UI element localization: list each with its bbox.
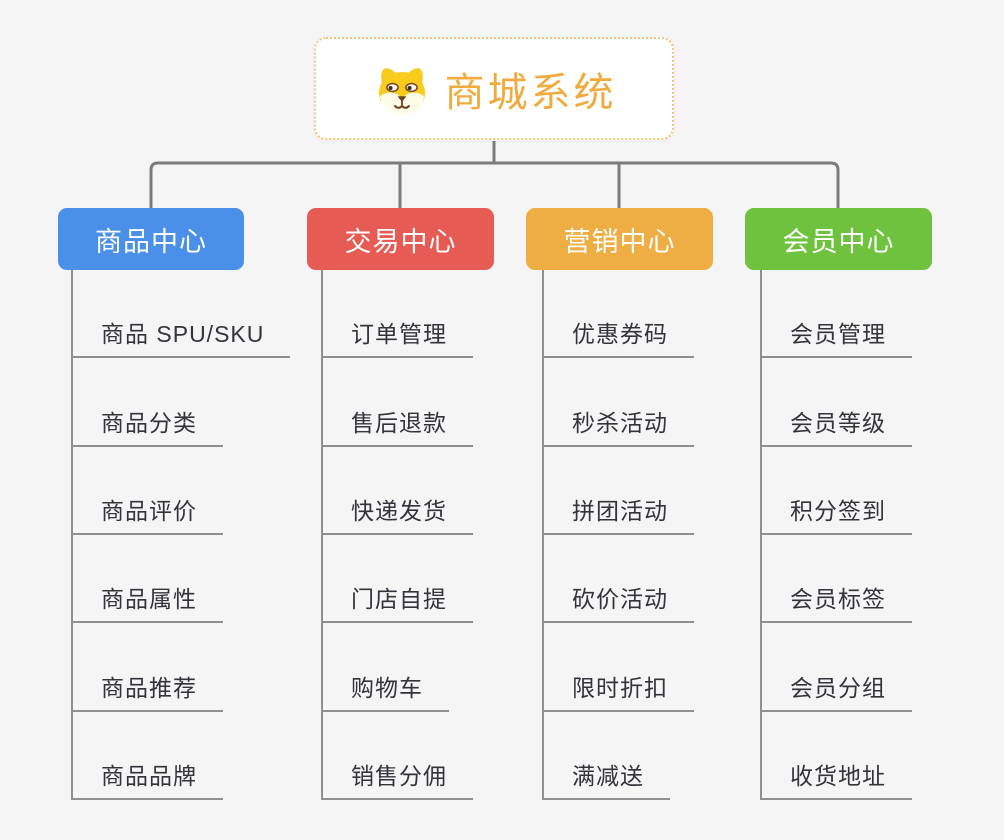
- child-item[interactable]: 商品推荐: [73, 623, 223, 712]
- branch-label: 会员中心: [782, 226, 895, 257]
- child-item[interactable]: 商品 SPU/SKU: [73, 270, 291, 359]
- child-item[interactable]: 收货地址: [762, 712, 912, 800]
- children-group-trade: 订单管理 售后退款 快递发货 门店自提 购物车 销售分佣: [321, 270, 473, 800]
- child-item[interactable]: 售后退款: [323, 358, 473, 447]
- child-item[interactable]: 优惠券码: [544, 270, 694, 359]
- child-item[interactable]: 商品属性: [73, 535, 223, 624]
- child-item[interactable]: 拼团活动: [544, 447, 694, 535]
- dog-face-icon: [378, 67, 425, 114]
- branch-label: 营销中心: [563, 226, 676, 257]
- branch-label: 商品中心: [95, 226, 207, 257]
- children-group-marketing: 优惠券码 秒杀活动 拼团活动 砍价活动 限时折扣 满减送: [542, 270, 694, 800]
- branch-node-goods[interactable]: 商品中心: [58, 208, 244, 270]
- root-title: 商城系统: [444, 70, 617, 115]
- child-item[interactable]: 门店自提: [323, 535, 473, 624]
- child-item[interactable]: 会员标签: [762, 535, 912, 624]
- child-item[interactable]: 秒杀活动: [544, 358, 694, 447]
- children-group-member: 会员管理 会员等级 积分签到 会员标签 会员分组 收货地址: [760, 270, 912, 800]
- branch-node-marketing[interactable]: 营销中心: [526, 208, 713, 270]
- child-item[interactable]: 会员分组: [762, 623, 912, 712]
- child-item[interactable]: 积分签到: [762, 447, 912, 535]
- children-group-goods: 商品 SPU/SKU 商品分类 商品评价 商品属性 商品推荐 商品品牌: [71, 270, 291, 800]
- child-item[interactable]: 砍价活动: [544, 535, 694, 624]
- branch-label: 交易中心: [344, 226, 457, 257]
- child-item[interactable]: 商品品牌: [73, 712, 223, 800]
- child-item[interactable]: 会员管理: [762, 270, 912, 359]
- child-item[interactable]: 购物车: [323, 623, 449, 712]
- child-item[interactable]: 销售分佣: [323, 712, 473, 800]
- child-item[interactable]: 限时折扣: [544, 623, 694, 712]
- child-item[interactable]: 满减送: [544, 712, 670, 800]
- branch-node-trade[interactable]: 交易中心: [307, 208, 494, 270]
- child-item[interactable]: 订单管理: [323, 270, 473, 359]
- child-item[interactable]: 快递发货: [323, 447, 473, 535]
- branch-rail-line: [149, 161, 840, 208]
- child-item[interactable]: 会员等级: [762, 358, 912, 447]
- child-item[interactable]: 商品分类: [73, 358, 223, 447]
- root-node[interactable]: 商城系统: [314, 37, 674, 140]
- child-item[interactable]: 商品评价: [73, 447, 223, 535]
- branch-node-member[interactable]: 会员中心: [745, 208, 932, 270]
